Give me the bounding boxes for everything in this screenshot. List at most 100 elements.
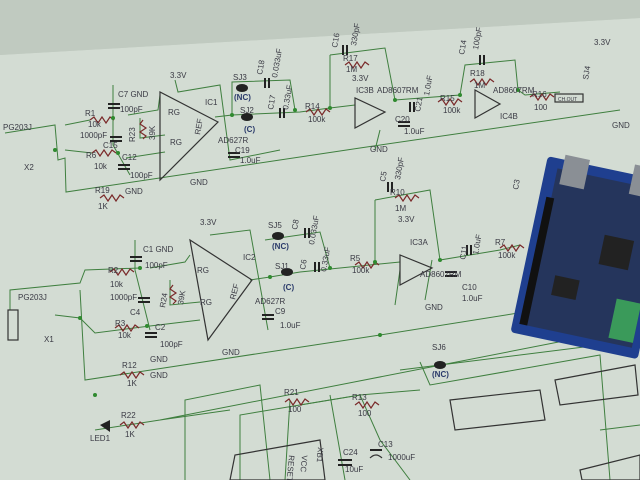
c15-label: C15 xyxy=(103,141,118,150)
r23-value: 39K xyxy=(148,125,157,140)
gnd-label: GND xyxy=(125,187,143,196)
r7-value: 100k xyxy=(498,251,516,260)
r2-value: 10k xyxy=(110,280,124,289)
upper-opamps xyxy=(159,88,584,182)
gnd-label: GND xyxy=(190,178,208,187)
c5-label: C5 xyxy=(378,170,389,182)
r18-value: 1M xyxy=(474,81,485,90)
rg-label: RG xyxy=(170,138,182,147)
c4-label: C4 xyxy=(130,308,141,317)
r22-label: R22 xyxy=(121,411,136,420)
lower-capacitors xyxy=(130,182,472,338)
r17-value: 1M xyxy=(346,65,357,74)
junction-dots xyxy=(53,88,520,397)
ref-label: REF xyxy=(228,283,241,301)
upper-resistors xyxy=(89,60,555,203)
audio-jack xyxy=(628,164,640,200)
vcc-label: 3.3V xyxy=(200,218,217,227)
r17-label: R17 xyxy=(343,54,358,63)
arduino-board xyxy=(511,154,640,359)
r10-value: 1M xyxy=(395,204,406,213)
bottom-components xyxy=(100,361,640,480)
xbee-module-symbol xyxy=(229,439,326,480)
sj5-label: SJ5 xyxy=(268,221,282,230)
r3-label: R3 xyxy=(115,319,126,328)
ad627-label: AD627R xyxy=(218,136,248,145)
c21-label: C21 xyxy=(413,96,425,113)
r16-value: 100 xyxy=(534,103,548,112)
r21-label: R21 xyxy=(284,388,299,397)
c17-value: 0.33uF xyxy=(281,84,294,110)
c2-value: 100pF xyxy=(160,340,183,349)
upper-capacitors xyxy=(108,45,485,170)
reset-pin-label: RESET xyxy=(285,455,296,480)
gnd-label: GND xyxy=(612,121,630,130)
r6-value: 10k xyxy=(94,162,108,171)
ad627-label: AD627R xyxy=(255,297,285,306)
green-module xyxy=(608,298,640,343)
c11-label: C11 xyxy=(458,244,469,260)
chip xyxy=(551,275,580,301)
c8-label: C8 xyxy=(290,218,301,230)
c7-value: 100pF xyxy=(120,105,143,114)
c9-value: 1.0uF xyxy=(280,321,301,330)
ic3a-label: IC3A xyxy=(410,238,428,247)
upper-channel-wiring xyxy=(4,47,621,193)
output-port-symbol xyxy=(554,93,584,103)
r12-label: R12 xyxy=(122,361,137,370)
sj2-state: (C) xyxy=(244,125,255,134)
c6-label: C6 xyxy=(298,258,309,270)
r24-value: 39K xyxy=(176,289,187,305)
rg-label: RG xyxy=(200,298,212,307)
lower-opamps xyxy=(7,238,434,342)
r18-label: R18 xyxy=(470,69,485,78)
header-connector-3 xyxy=(579,454,640,480)
c12-value: 100pF xyxy=(130,171,153,180)
rg-label: RG xyxy=(197,266,209,275)
c10-label: C10 xyxy=(462,283,477,292)
ref-label: REF xyxy=(193,118,205,135)
c9-label: C9 xyxy=(275,307,286,316)
c21-value: 1.0uF xyxy=(422,75,434,97)
r2-label: R2 xyxy=(108,266,119,275)
audio-jack xyxy=(559,154,590,190)
c18-label: C18 xyxy=(255,59,267,76)
c20-value: 1.0uF xyxy=(404,127,425,136)
sj2-label: SJ2 xyxy=(240,106,254,115)
c7-label: C7 GND xyxy=(118,90,148,99)
r24-label: R24 xyxy=(158,292,170,309)
r15-label: R15 xyxy=(440,94,455,103)
r16-label: R16 xyxy=(532,90,547,99)
sj4-label: SJ4 xyxy=(581,65,592,81)
c16-label: C16 xyxy=(330,32,342,49)
r14-value: 100k xyxy=(308,115,326,124)
c1-value: 100pF xyxy=(145,261,168,270)
c1-label: C1 GND xyxy=(143,245,173,254)
c16-value: 330pF xyxy=(349,22,362,46)
c13-value: 1000uF xyxy=(388,453,415,462)
r13-value: 100 xyxy=(358,409,372,418)
c20-label: C20 xyxy=(395,115,410,124)
jack-x1-symbol xyxy=(7,309,19,341)
output-port-label: CH.OUT xyxy=(558,97,577,103)
r3-value: 10k xyxy=(118,331,132,340)
sj5-state: (NC) xyxy=(272,242,289,251)
r15-value: 100k xyxy=(443,106,461,115)
jack-label: PG203J xyxy=(18,293,47,302)
sj1-label: SJ1 xyxy=(275,262,289,271)
c5-value: 330pF xyxy=(393,156,406,180)
c13-label: C13 xyxy=(378,440,393,449)
c24-value: 10uF xyxy=(345,465,363,474)
r22-value: 1K xyxy=(125,430,135,439)
vcc-pin-label: VCC xyxy=(299,455,309,473)
c14-value: 100pF xyxy=(471,26,484,50)
c15-value: 1000pF xyxy=(80,131,107,140)
r7-label: R7 xyxy=(495,238,506,247)
c19-label: C19 xyxy=(235,146,250,155)
r5-label: R5 xyxy=(350,254,361,263)
vcc-label: 3.3V xyxy=(398,215,415,224)
jack-label: PG203J xyxy=(3,123,32,132)
r5-value: 100k xyxy=(352,266,370,275)
r6-label: R6 xyxy=(86,151,97,160)
r19-label: R19 xyxy=(95,186,110,195)
